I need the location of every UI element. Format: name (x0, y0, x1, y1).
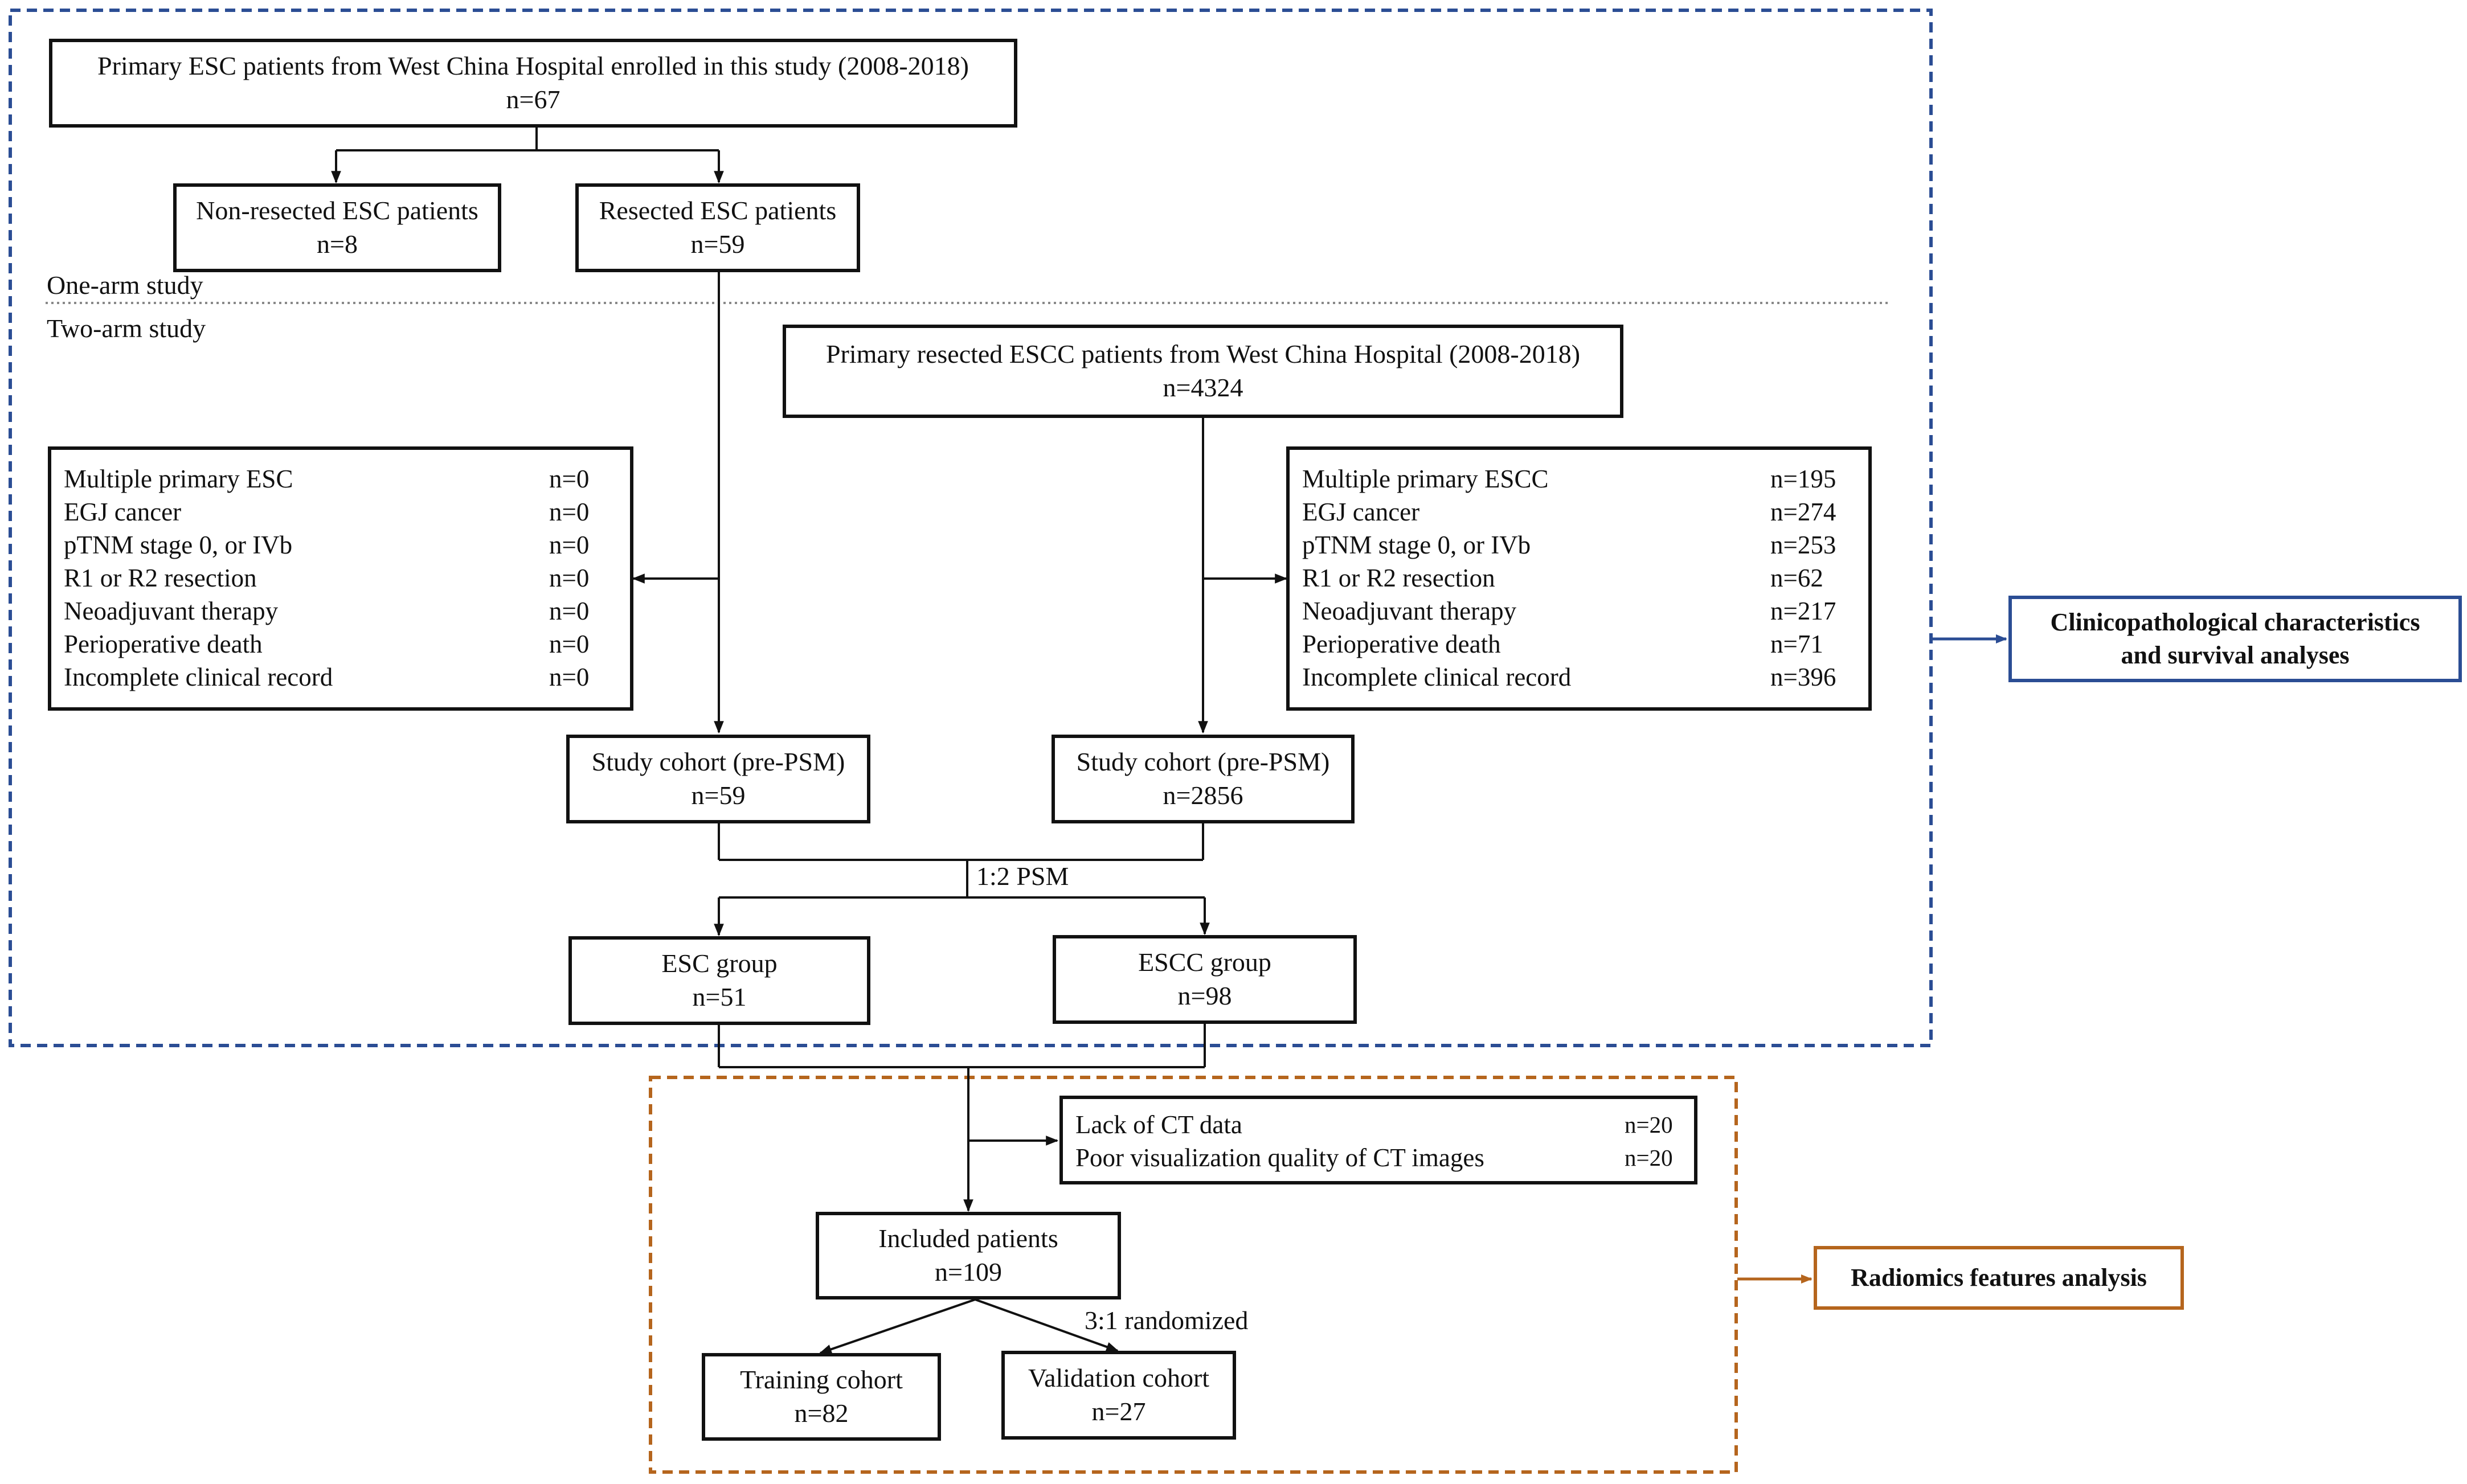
included-count: n=109 (935, 1257, 1002, 1286)
randomized-label: 3:1 randomized (1085, 1306, 1249, 1335)
escc-source-box: Primary resected ESCC patients from West… (783, 325, 1623, 418)
nonresected-title: Non-resected ESC patients (196, 196, 478, 226)
cohort-esc-title: Study cohort (pre-PSM) (591, 747, 845, 777)
esc-group-box: ESC group n=51 (568, 936, 870, 1025)
cohort-escc-count: n=2856 (1163, 781, 1243, 810)
resected-count: n=59 (690, 229, 745, 259)
radiomics-label: Radiomics features analysis (1851, 1263, 2147, 1292)
included-patients-box: Included patients n=109 (816, 1212, 1121, 1299)
included-title: Included patients (878, 1224, 1058, 1253)
resected-box: Resected ESC patients n=59 (575, 183, 860, 272)
escc-group-box: ESCC group n=98 (1053, 935, 1357, 1024)
training-cohort-box: Training cohort n=82 (702, 1353, 941, 1441)
cohort-esc-pre-psm: Study cohort (pre-PSM) n=59 (566, 735, 870, 823)
cohort-escc-pre-psm: Study cohort (pre-PSM) n=2856 (1052, 735, 1355, 823)
psm-label: 1:2 PSM (976, 862, 1069, 891)
esc-group-title: ESC group (661, 949, 778, 978)
escc-group-count: n=98 (1177, 981, 1232, 1010)
clinico-line1: Clinicopathological characteristics (2050, 608, 2420, 636)
resected-title: Resected ESC patients (599, 196, 837, 226)
nonresected-box: Non-resected ESC patients n=8 (173, 183, 501, 272)
clinico-line2: and survival analyses (2121, 641, 2350, 669)
enrolled-title: Primary ESC patients from West China Hos… (97, 51, 969, 81)
validation-title: Validation cohort (1028, 1363, 1210, 1393)
escc-source-title: Primary resected ESCC patients from West… (825, 339, 1581, 369)
enrolled-count: n=67 (506, 85, 561, 114)
escc-source-count: n=4324 (1163, 373, 1243, 402)
escc-group-title: ESCC group (1138, 948, 1271, 977)
two-arm-label: Two-arm study (47, 314, 206, 343)
radiomics-box: Radiomics features analysis (1814, 1246, 2184, 1310)
training-count: n=82 (794, 1399, 849, 1428)
enrolled-box: Primary ESC patients from West China Hos… (49, 39, 1017, 128)
clinicopathological-box: Clinicopathological characteristics and … (2008, 596, 2462, 682)
two-arm-frame (9, 9, 1933, 1047)
validation-count: n=27 (1091, 1397, 1146, 1426)
nonresected-count: n=8 (317, 229, 358, 259)
cohort-esc-count: n=59 (691, 781, 746, 810)
esc-group-count: n=51 (692, 982, 747, 1011)
one-arm-label: One-arm study (47, 270, 203, 300)
validation-cohort-box: Validation cohort n=27 (1001, 1351, 1236, 1440)
training-title: Training cohort (740, 1365, 903, 1395)
cohort-escc-title: Study cohort (pre-PSM) (1076, 747, 1330, 777)
radiomics-frame (649, 1076, 1738, 1474)
